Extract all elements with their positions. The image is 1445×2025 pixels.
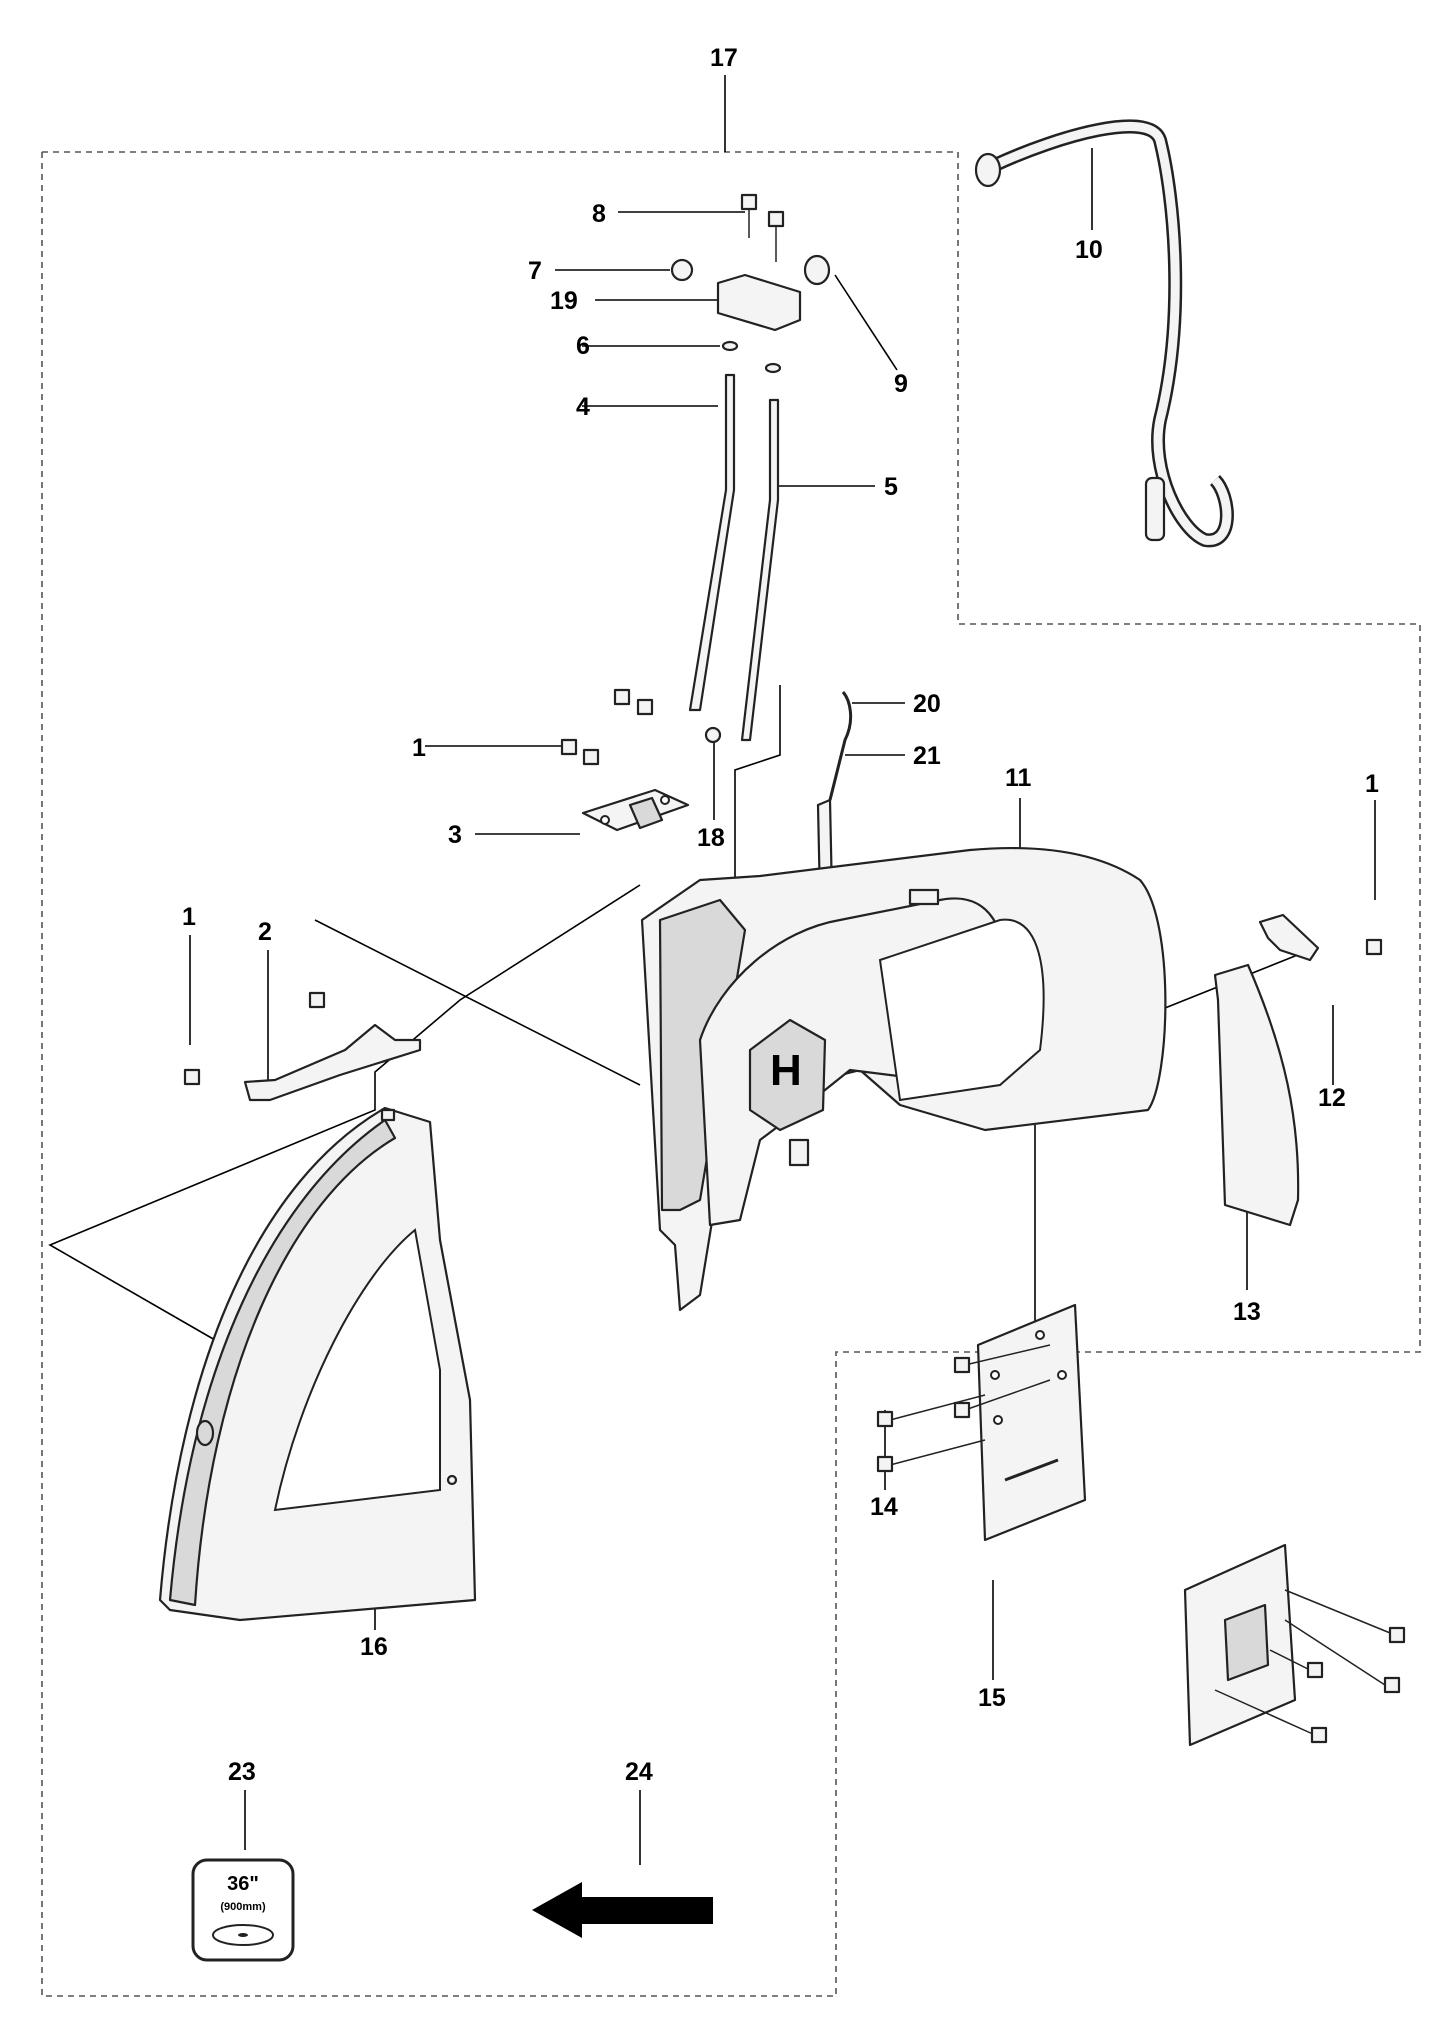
callout-1-hinge: 1 bbox=[412, 734, 426, 762]
hose-connector-9 bbox=[803, 254, 831, 286]
screws-1-hinge bbox=[560, 688, 654, 766]
callout-18: 18 bbox=[697, 824, 725, 852]
side-plate-13 bbox=[1213, 963, 1300, 1227]
callout-1-left: 1 bbox=[182, 903, 196, 931]
callout-21: 21 bbox=[913, 742, 941, 770]
callout-17: 17 bbox=[710, 44, 738, 72]
screw-1-right bbox=[1365, 938, 1383, 956]
water-tube-5 bbox=[740, 398, 780, 742]
assembly-boundary-17 bbox=[41, 151, 1421, 1997]
front-guard-16 bbox=[158, 1106, 477, 1622]
callout-labels: 17 8 7 19 6 4 5 9 10 20 21 11 1 3 18 1 2… bbox=[182, 44, 1379, 1786]
callout-20: 20 bbox=[913, 690, 941, 718]
blade-guard-11: H bbox=[640, 846, 1167, 1312]
nut-18 bbox=[704, 726, 722, 744]
water-tube-4 bbox=[688, 373, 736, 712]
bracket-2 bbox=[183, 991, 422, 1102]
decal-metric-text: (900mm) bbox=[220, 1901, 266, 1913]
callout-11: 11 bbox=[1005, 764, 1032, 792]
callout-19: 19 bbox=[550, 287, 578, 315]
callout-3: 3 bbox=[448, 821, 462, 849]
bracket-clip-12 bbox=[1258, 913, 1320, 962]
direction-arrow-24 bbox=[532, 1882, 713, 1938]
callout-14: 14 bbox=[870, 1493, 898, 1521]
screws-14 bbox=[876, 1344, 1051, 1473]
hinge-bracket-3 bbox=[581, 788, 690, 832]
callout-24: 24 bbox=[625, 1758, 653, 1786]
callout-16: 16 bbox=[360, 1633, 388, 1661]
callout-8: 8 bbox=[592, 200, 606, 228]
callout-12: 12 bbox=[1318, 1084, 1346, 1112]
callout-6: 6 bbox=[576, 332, 590, 360]
callout-13: 13 bbox=[1233, 1298, 1261, 1326]
water-block-19 bbox=[716, 273, 802, 332]
plug-7 bbox=[670, 258, 694, 282]
decal-23: 36" (900mm) bbox=[191, 1858, 295, 1962]
callout-9: 9 bbox=[894, 370, 908, 398]
mounting-plate-15 bbox=[976, 1303, 1087, 1542]
washer-6a bbox=[721, 340, 739, 352]
alternate-bracket bbox=[1183, 1543, 1406, 1747]
callout-5: 5 bbox=[884, 473, 898, 501]
callout-23: 23 bbox=[228, 1758, 256, 1786]
decal-size-text: 36" bbox=[227, 1873, 259, 1895]
water-hose-10 bbox=[974, 119, 1234, 548]
callout-2: 2 bbox=[258, 918, 272, 946]
washer-6b bbox=[764, 362, 782, 374]
callout-4: 4 bbox=[576, 393, 590, 421]
screws-8 bbox=[740, 193, 785, 262]
callout-7: 7 bbox=[528, 257, 542, 285]
callout-1-right: 1 bbox=[1365, 770, 1379, 798]
callout-15: 15 bbox=[978, 1684, 1006, 1712]
callout-10: 10 bbox=[1075, 236, 1103, 264]
husqvarna-logo: H bbox=[770, 1046, 802, 1095]
